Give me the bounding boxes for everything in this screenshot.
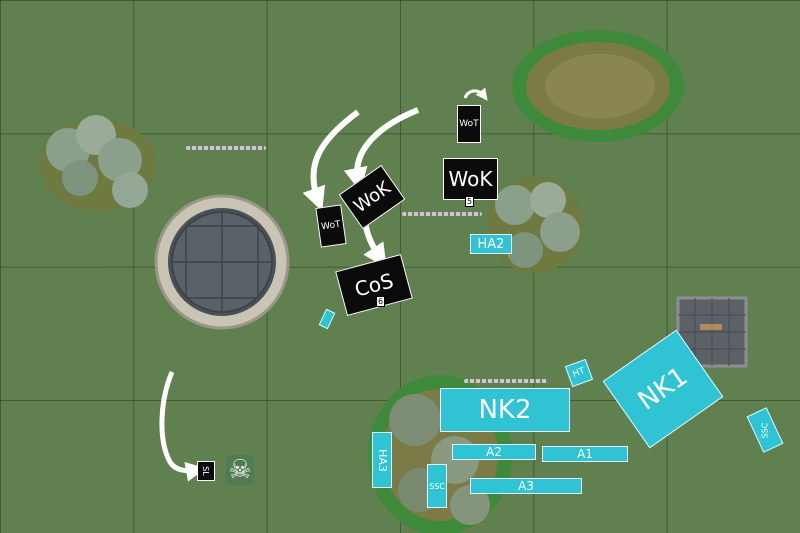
wall-obstacle-middle: [402, 212, 482, 216]
reform-arrow: [463, 87, 488, 101]
unit-a2[interactable]: A2: [452, 444, 536, 460]
unit-ha3[interactable]: HA3: [372, 432, 392, 488]
unit-label: A1: [577, 447, 593, 461]
unit-count-badge: 6: [376, 296, 386, 307]
unit-label: SSC: [760, 422, 770, 438]
unit-sl[interactable]: SL: [197, 461, 215, 481]
unit-label: CoS: [352, 268, 396, 302]
unit-label: WoK: [349, 177, 395, 217]
unit-label: HT: [571, 366, 587, 380]
wall-obstacle-bottom: [464, 379, 548, 383]
unit-nk2[interactable]: NK2: [440, 388, 570, 432]
unit-wot-left[interactable]: WoT: [315, 204, 347, 248]
wall-obstacle-left: [186, 146, 266, 150]
unit-label: NK1: [632, 361, 694, 417]
unit-label: SL: [201, 466, 211, 476]
move-arrow: [159, 371, 206, 482]
unit-label: HA2: [477, 236, 505, 252]
unit-label: A3: [518, 479, 534, 493]
unit-ssc-left[interactable]: SSC: [427, 464, 447, 508]
unit-count-badge: 5: [465, 196, 475, 207]
unit-label: WoT: [320, 219, 342, 233]
unit-wot-top[interactable]: WoT: [457, 105, 481, 143]
unit-a1[interactable]: A1: [542, 446, 628, 462]
hill-terrain: [512, 30, 684, 142]
skull-icon: ☠: [226, 455, 254, 485]
unit-label: NK2: [478, 395, 532, 425]
forest-terrain-left: [40, 115, 156, 211]
unit-a3[interactable]: A3: [470, 478, 582, 494]
unit-ha2[interactable]: HA2: [470, 234, 512, 254]
unit-label: WoT: [459, 119, 479, 129]
move-arrow: [343, 107, 420, 192]
move-arrow: [302, 109, 360, 212]
unit-wok-right[interactable]: WoK: [443, 158, 498, 200]
unit-label: WoK: [448, 167, 493, 191]
stone-well-terrain: [154, 194, 290, 330]
ruins-terrain: [676, 296, 748, 368]
unit-label: SSC: [429, 481, 445, 491]
unit-label: A2: [486, 445, 502, 459]
unit-label: HA3: [375, 448, 389, 472]
